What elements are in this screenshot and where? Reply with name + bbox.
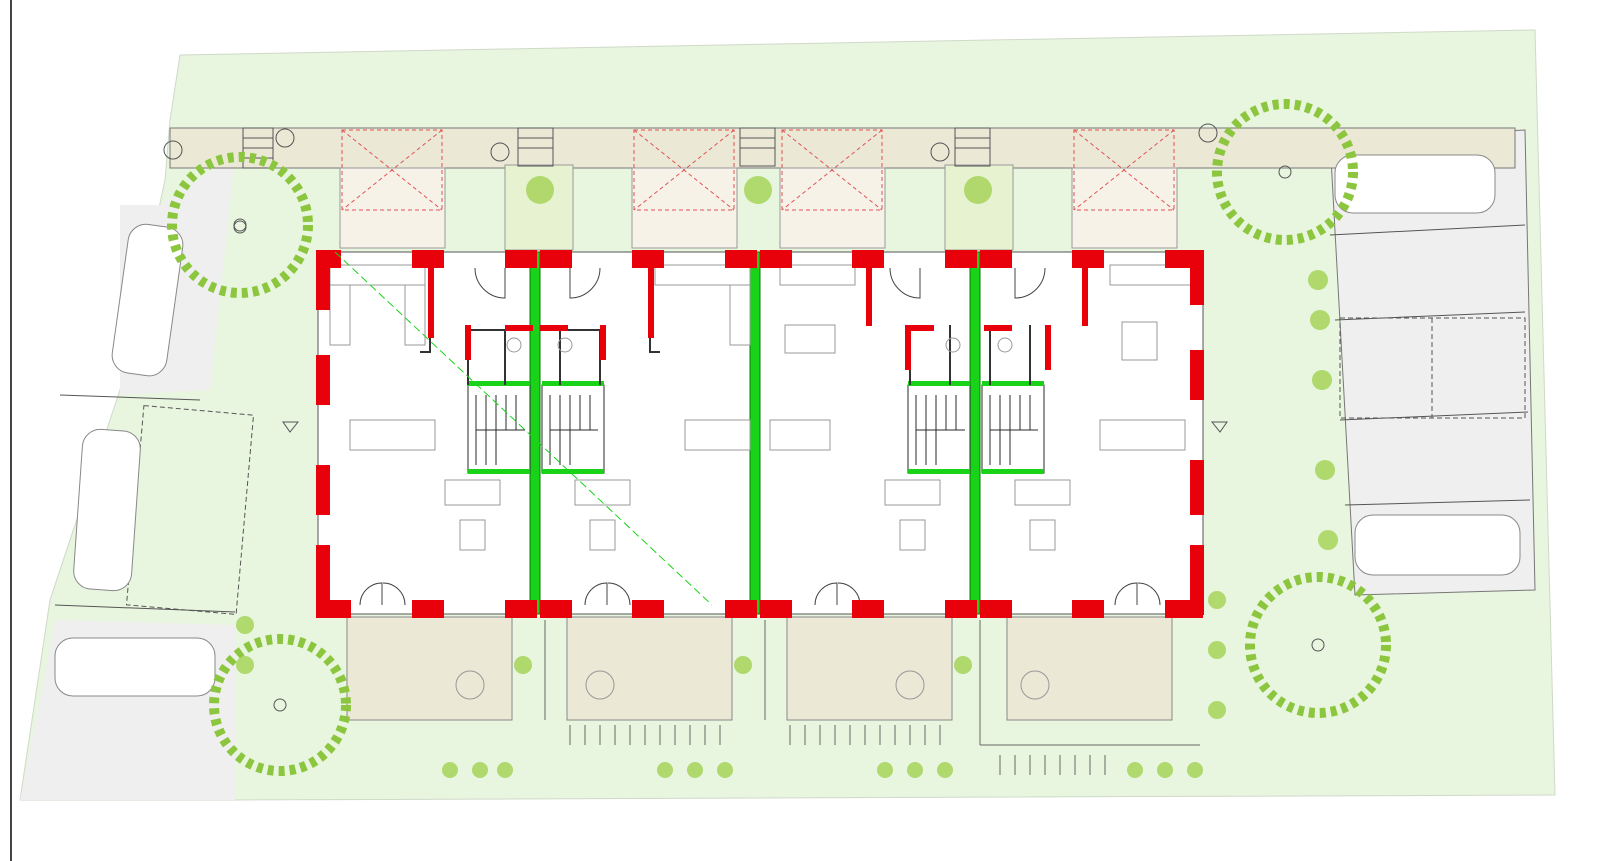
rear-boundary-ticks (569, 725, 1106, 775)
rear-fence (544, 620, 1200, 746)
sofa (884, 479, 941, 506)
terrace (786, 616, 953, 721)
party-wall (529, 251, 541, 615)
terrace (346, 616, 513, 721)
drawing-frame-line (10, 0, 12, 861)
staircase (981, 384, 1045, 474)
exterior-walls (316, 250, 1204, 618)
stair-treads (475, 395, 1038, 465)
stair-green-frames (468, 381, 1044, 474)
kitchen-counter (729, 284, 751, 346)
parking-lines (54, 224, 1531, 615)
canopy-outlines (341, 129, 1175, 211)
kitchen-counter (779, 264, 856, 286)
car-icon (111, 223, 184, 377)
sofa (444, 479, 501, 506)
coffee-table (589, 519, 616, 551)
terrace (1006, 616, 1173, 721)
party-wall (749, 251, 761, 615)
dining-table (1099, 419, 1186, 451)
sofa (574, 479, 631, 506)
cars (54, 154, 1521, 697)
terrace-furniture (455, 670, 1050, 700)
stair-cores (467, 384, 1045, 474)
kitchen-counter (329, 284, 351, 346)
car-icon (1334, 154, 1496, 214)
trees (167, 99, 1391, 776)
car-icon (73, 428, 141, 592)
party-wall (969, 251, 981, 615)
tree-icon (1212, 99, 1358, 245)
tree-trunks (233, 165, 1325, 712)
terraces (346, 616, 1173, 721)
section-markers (282, 421, 1228, 433)
interior-red-stubs (428, 268, 1088, 370)
section-line (334, 251, 713, 606)
staircase (907, 384, 971, 474)
coffee-table (459, 519, 486, 551)
kitchen-counter (654, 264, 751, 286)
terrace (566, 616, 733, 721)
staircase (467, 384, 531, 474)
sofa (1014, 479, 1071, 506)
staircase (541, 384, 605, 474)
car-icon (54, 637, 216, 697)
coffee-table (899, 519, 926, 551)
door-swings (359, 267, 1161, 606)
dining-table (349, 419, 436, 451)
shrubs (236, 176, 1338, 778)
kitchen-island (1121, 321, 1158, 361)
tree-icon (167, 152, 313, 298)
dining-table (684, 419, 751, 451)
tree-icon (1245, 572, 1391, 718)
coffee-table (1029, 519, 1056, 551)
tree-icon (209, 634, 351, 776)
path-steps (163, 123, 1218, 234)
kitchen-counter (404, 284, 426, 346)
kitchen-island (784, 324, 836, 354)
car-icon (1354, 514, 1521, 576)
furniture (329, 264, 1196, 551)
dining-table (769, 419, 831, 451)
